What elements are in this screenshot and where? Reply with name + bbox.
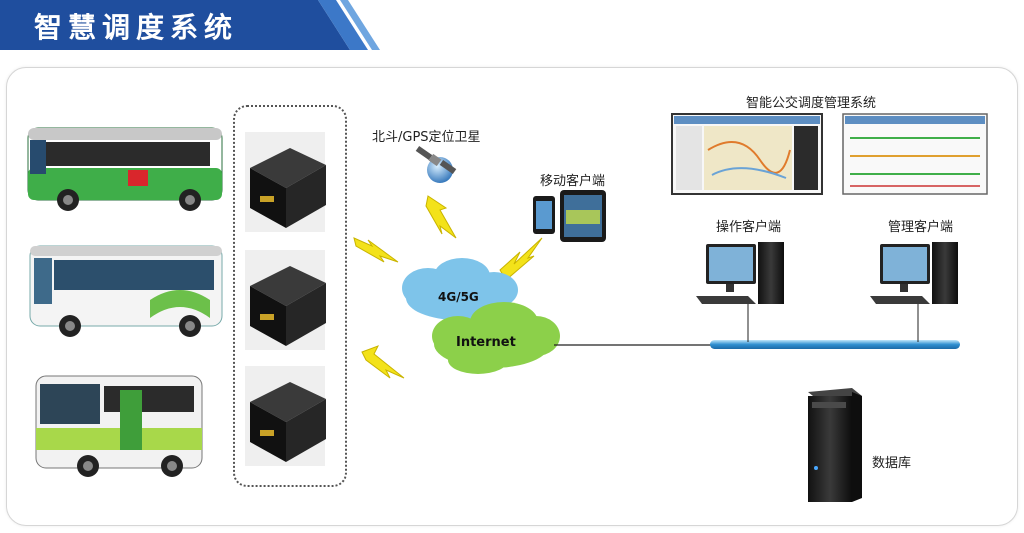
dvr-device-3 [245,366,326,466]
mobile-client-label: 移动客户端 [540,174,606,189]
lightning-icon [425,195,457,239]
lightning-icon [499,237,543,281]
cloud-internet [432,302,560,374]
manager-client-label: 管理客户端 [888,220,954,235]
manager-computer-icon [870,242,958,304]
operator-computer-icon [696,242,784,304]
satellite-label: 北斗/GPS定位卫星 [372,130,481,145]
banner-background [0,0,380,50]
dvr-device-1 [245,132,326,232]
dispatch-system-label: 智能公交调度管理系统 [746,96,877,111]
mobile-devices-icon [533,190,606,242]
bus-2 [29,245,223,337]
dispatch-screen-map [671,113,823,195]
header-banner: 智慧调度系统 [0,0,1024,50]
page-title: 智慧调度系统 [34,11,239,44]
cloud-internet-label: Internet [456,335,516,350]
bus-3 [35,375,203,477]
satellite-icon [415,145,457,183]
operator-client-label: 操作客户端 [716,220,782,235]
lightning-icon [361,345,405,379]
lightning-icon [353,237,399,263]
cloud-4g5g-label: 4G/5G [438,290,479,304]
bus-1 [27,127,223,211]
dispatch-screen-table [842,113,988,195]
database-label: 数据库 [872,456,912,471]
database-server-icon [808,388,862,502]
network-backbone [710,340,960,349]
dvr-group [233,105,347,487]
dvr-device-2 [245,250,326,350]
